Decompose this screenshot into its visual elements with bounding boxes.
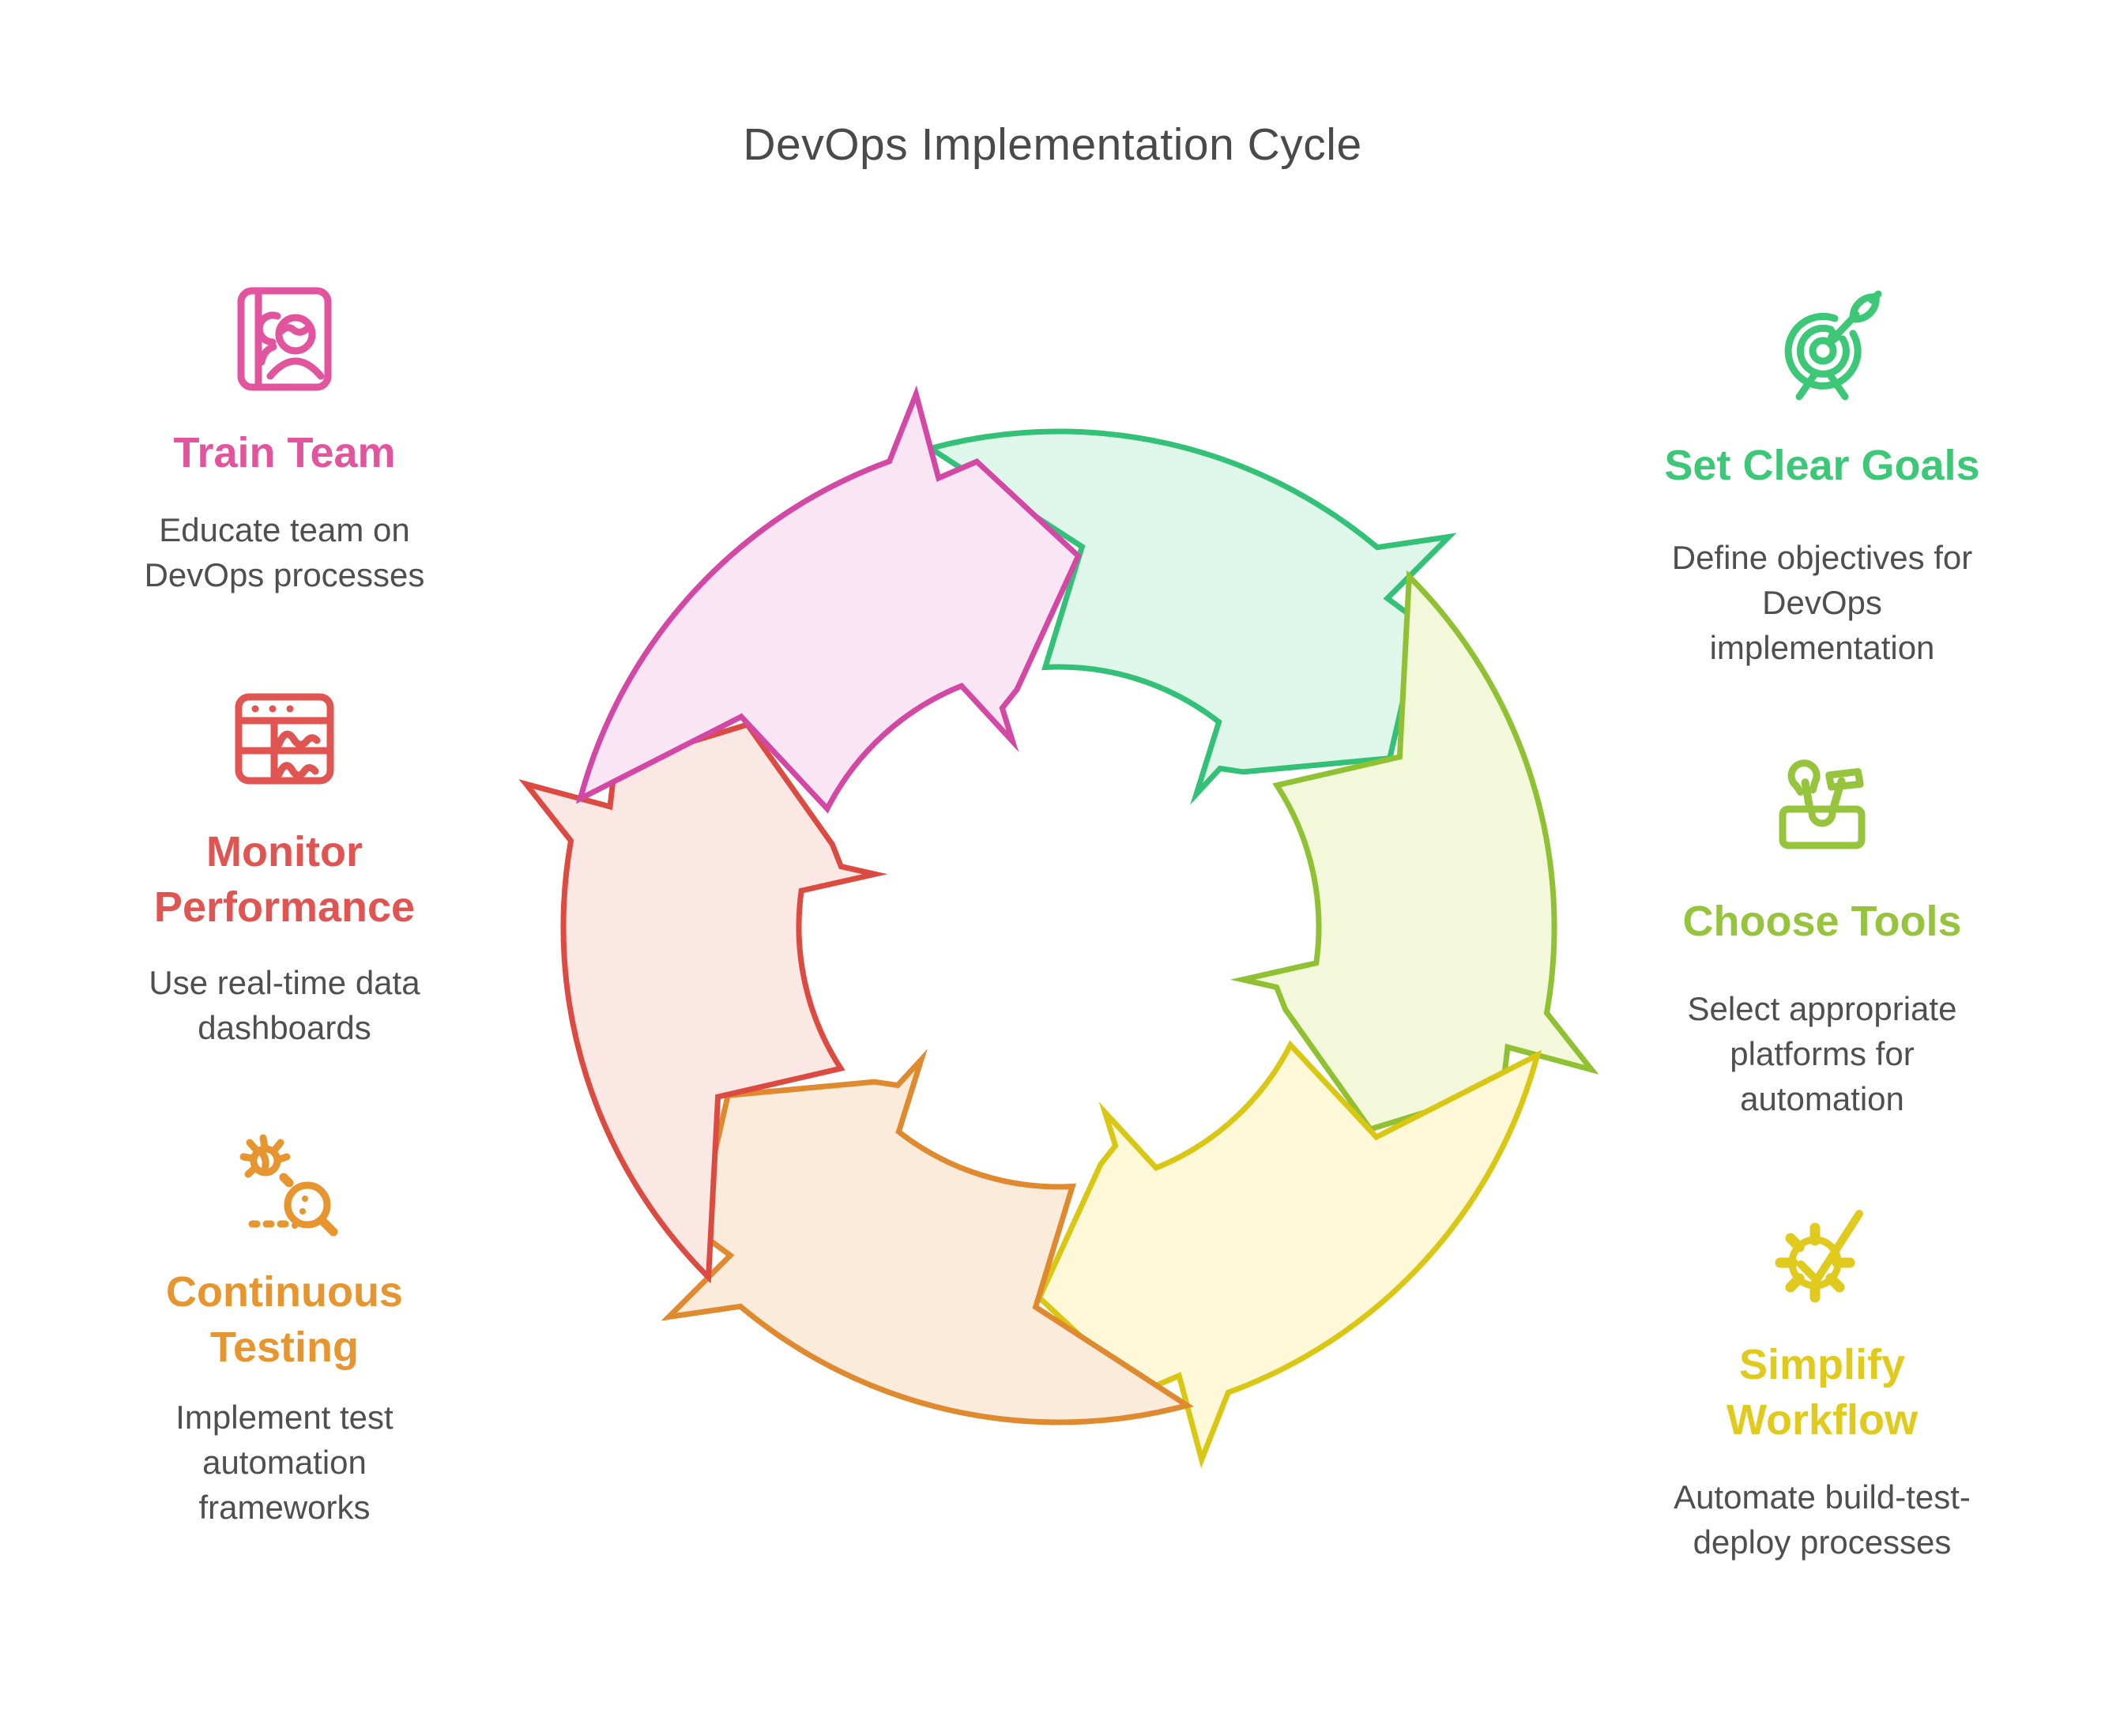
cycle-arrow-continuous-testing bbox=[661, 1049, 1194, 1425]
section-title: Simplify Workflow bbox=[1727, 1341, 1918, 1444]
dashboard-waves-icon bbox=[225, 680, 344, 798]
section-title: Choose Tools bbox=[1682, 898, 1962, 945]
page-title: DevOps Implementation Cycle bbox=[743, 119, 1362, 170]
cycle-arrow-monitor-performance bbox=[518, 721, 888, 1284]
target-arrow-icon bbox=[1763, 286, 1881, 405]
toolbox-icon bbox=[1763, 741, 1881, 860]
section-description: Use real-time data dashboards bbox=[149, 964, 420, 1046]
cycle-arrow-train-team bbox=[575, 385, 1082, 814]
team-book-icon bbox=[225, 280, 344, 398]
section-description: Educate team on DevOps processes bbox=[144, 511, 425, 593]
section-description: Define objectives for DevOps implementat… bbox=[1671, 539, 1973, 666]
section-description: Automate build-test- deploy processes bbox=[1674, 1478, 1971, 1561]
section-title: Continuous Testing bbox=[166, 1268, 403, 1371]
gear-check-icon bbox=[1763, 1192, 1881, 1310]
section-title: Set Clear Goals bbox=[1664, 442, 1980, 489]
bug-magnifier-icon bbox=[225, 1128, 344, 1247]
section-description: Select appropriate platforms for automat… bbox=[1687, 990, 1957, 1117]
cycle-arrow-choose-tools bbox=[1229, 570, 1599, 1133]
section-description: Implement test automation frameworks bbox=[175, 1399, 394, 1526]
cycle-arrow-simplify-workflow bbox=[1036, 1040, 1542, 1469]
section-title: Monitor Performance bbox=[153, 828, 416, 931]
cycle-arrow-set-clear-goals bbox=[924, 428, 1457, 805]
section-title: Train Team bbox=[173, 429, 396, 476]
